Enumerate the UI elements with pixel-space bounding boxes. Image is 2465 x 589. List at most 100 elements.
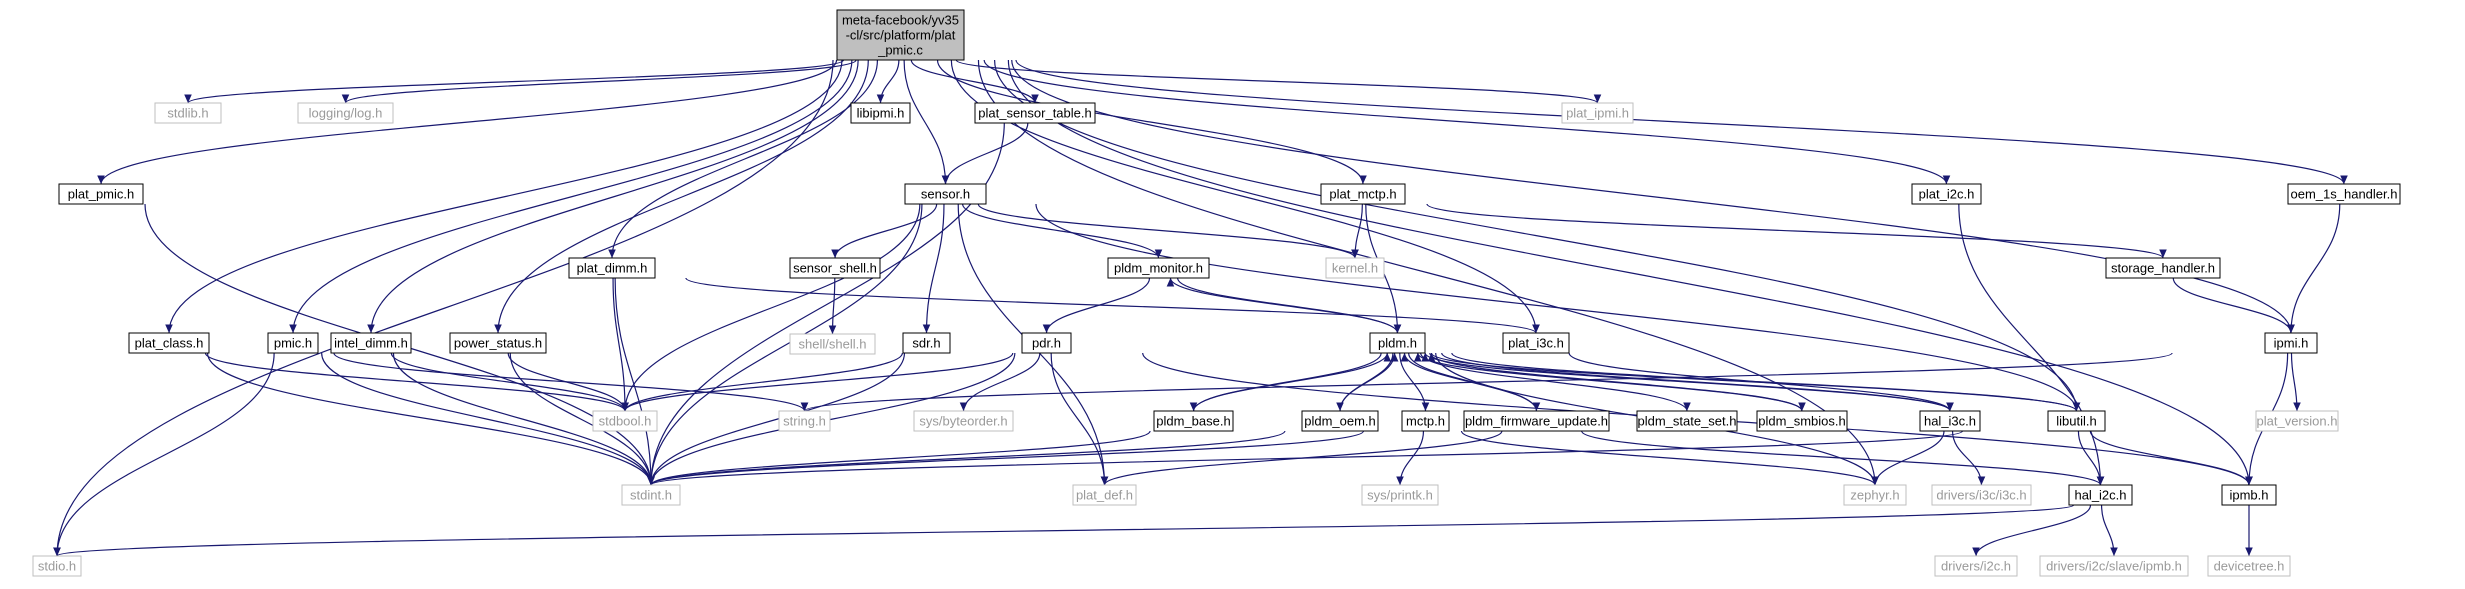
edge-sdr_h-to-stdbool_h: [621, 352, 903, 412]
node-hal-i3c-h[interactable]: hal_i3c.h: [1919, 410, 1981, 432]
node-box: [1361, 484, 1439, 506]
node-box: [789, 257, 881, 279]
node-plat-class-h[interactable]: plat_class.h: [128, 332, 210, 354]
node-box: [1636, 410, 1738, 432]
node-intel-dimm-h[interactable]: intel_dimm.h: [330, 332, 412, 354]
node-plat-pmic-h[interactable]: plat_pmic.h: [58, 183, 144, 205]
node-box: [789, 333, 876, 355]
node-plat-dimm-h[interactable]: plat_dimm.h: [568, 257, 656, 279]
node-label: drivers/i3c/i3c.h: [1936, 488, 2026, 503]
node-plat-ipmi-h: plat_ipmi.h: [1561, 102, 1634, 124]
node-libipmi-h[interactable]: libipmi.h: [850, 102, 911, 124]
node-label: sys/printk.h: [1367, 488, 1433, 503]
node-box: [592, 410, 658, 432]
node-sys-printk-h: sys/printk.h: [1361, 484, 1439, 506]
edge-pldm_firmware_update_h-to-hal_i2c_h: [1581, 430, 2105, 486]
node-storage-handler-h[interactable]: storage_handler.h: [2105, 257, 2221, 279]
node-label: storage_handler.h: [2111, 261, 2215, 276]
node-label: intel_dimm.h: [334, 336, 408, 351]
node-label: hal_i3c.h: [1924, 414, 1976, 429]
node-label: drivers/i2c.h: [1941, 559, 2011, 574]
node-sys-byteorder-h: sys/byteorder.h: [913, 410, 1014, 432]
edge-plat_mctp_h-to-storage_handler_h: [1426, 203, 2167, 259]
node-label: shell/shell.h: [799, 337, 867, 352]
node-pldm-h[interactable]: pldm.h: [1369, 332, 1426, 354]
node-box: [1919, 410, 1981, 432]
node-box: [58, 183, 144, 205]
node-oem-1s-handler-h[interactable]: oem_1s_handler.h: [2287, 183, 2401, 205]
node-plat-mctp-h[interactable]: plat_mctp.h: [1320, 183, 1406, 205]
node-label: sdr.h: [912, 336, 940, 351]
node-ipmi-h[interactable]: ipmi.h: [2264, 332, 2318, 354]
edge-hal_i2c_h-to-drivers_i2c_slave_ipmb_h: [2100, 504, 2118, 557]
node-box: [1401, 410, 1450, 432]
edge-libutil_h-to-pldm_h: [1427, 352, 2078, 412]
edge-root-to-pmic_h: [289, 59, 853, 334]
edge-pldm_oem_h-to-stdint_h: [647, 430, 1286, 486]
node-pldm-smbios-h[interactable]: pldm_smbios.h: [1756, 410, 1848, 432]
node-pldm-state-set-h[interactable]: pldm_state_set.h: [1636, 410, 1738, 432]
edge-pdr_h-to-plat_def_h: [1050, 352, 1109, 486]
node-hal-i2c-h[interactable]: hal_i2c.h: [2068, 484, 2133, 506]
node-box: [1107, 257, 1210, 279]
node-box: [1325, 257, 1385, 279]
node-pldm-monitor-h[interactable]: pldm_monitor.h: [1107, 257, 1210, 279]
node-pldm-oem-h[interactable]: pldm_oem.h: [1301, 410, 1379, 432]
edge-pldm_oem_h-to-pldm_h: [1339, 352, 1399, 412]
node-label: hal_i2c.h: [2074, 488, 2126, 503]
node-pdr-h[interactable]: pdr.h: [1021, 332, 1072, 354]
edge-pldm_base_h-to-pldm_h: [1192, 352, 1392, 412]
node-libutil-h[interactable]: libutil.h: [2047, 410, 2106, 432]
node-plat-i2c-h[interactable]: plat_i2c.h: [1911, 183, 1982, 205]
node-box: [568, 257, 656, 279]
node-label: pldm_oem.h: [1304, 414, 1376, 429]
node-label: devicetree.h: [2214, 559, 2285, 574]
node-label: drivers/i2c/slave/ipmb.h: [2046, 559, 2182, 574]
edge-pldm_monitor_h-to-pdr_h: [1042, 277, 1151, 334]
node-box: [2047, 410, 2106, 432]
node-box: [2039, 555, 2189, 577]
node-devicetree-h: devicetree.h: [2207, 555, 2291, 577]
node-box: [1072, 484, 1137, 506]
node-label: ipmi.h: [2274, 336, 2309, 351]
node-label: plat_pmic.h: [68, 187, 134, 202]
node-root[interactable]: meta-facebook/yv35-cl/src/platform/plat_…: [836, 9, 965, 61]
node-plat-i3c-h[interactable]: plat_i3c.h: [1502, 332, 1570, 354]
node-power-status-h[interactable]: power_status.h: [449, 332, 547, 354]
edge-root-to-sensor_h: [903, 59, 950, 185]
node-label: pldm_firmware_update.h: [1465, 414, 1608, 429]
node-box: [154, 102, 222, 124]
edge-root-to-plat_dimm_h: [608, 59, 879, 259]
node-label: plat_mctp.h: [1329, 187, 1396, 202]
node-sdr-h[interactable]: sdr.h: [902, 332, 951, 354]
node-box: [836, 9, 965, 61]
node-pldm-base-h[interactable]: pldm_base.h: [1153, 410, 1234, 432]
node-sensor-shell-h[interactable]: sensor_shell.h: [789, 257, 881, 279]
node-pldm-firmware-update-h[interactable]: pldm_firmware_update.h: [1463, 410, 1610, 432]
node-box: [1502, 332, 1570, 354]
edge-root-to-plat_i3c_h: [950, 59, 1540, 334]
node-label: power_status.h: [454, 336, 542, 351]
node-mctp-h[interactable]: mctp.h: [1401, 410, 1450, 432]
node-label: stdbool.h: [599, 414, 652, 429]
edge-libutil_h-to-stdint_h: [647, 430, 1964, 486]
node-label: stdlib.h: [167, 106, 208, 121]
edge-sensor_h-to-pldm_monitor_h: [961, 203, 1163, 259]
node-label: plat_i2c.h: [1919, 187, 1975, 202]
node-label: plat_i3c.h: [1508, 336, 1564, 351]
node-sensor-h[interactable]: sensor.h: [904, 183, 987, 205]
node-plat-sensor-table-h[interactable]: plat_sensor_table.h: [974, 102, 1096, 124]
edge-ipmi_h-to-plat_version_h: [2290, 352, 2301, 412]
edge-pmic_h-to-stdint_h: [321, 352, 655, 486]
node-label: string.h: [783, 414, 826, 429]
node-zephyr-h: zephyr.h: [1843, 484, 1907, 506]
node-pmic-h[interactable]: pmic.h: [267, 332, 319, 354]
node-shell-shell-h: shell/shell.h: [789, 333, 876, 355]
edge-root-to-plat_ipmi_h: [955, 59, 1602, 104]
node-label: libutil.h: [2056, 414, 2096, 429]
node-ipmb-h[interactable]: ipmb.h: [2221, 484, 2277, 506]
node-box: [1463, 410, 1610, 432]
edge-hal_i3c_h-to-pldm_h: [1421, 352, 1951, 412]
node-label: oem_1s_handler.h: [2291, 187, 2398, 202]
node-stdlib-h: stdlib.h: [154, 102, 222, 124]
